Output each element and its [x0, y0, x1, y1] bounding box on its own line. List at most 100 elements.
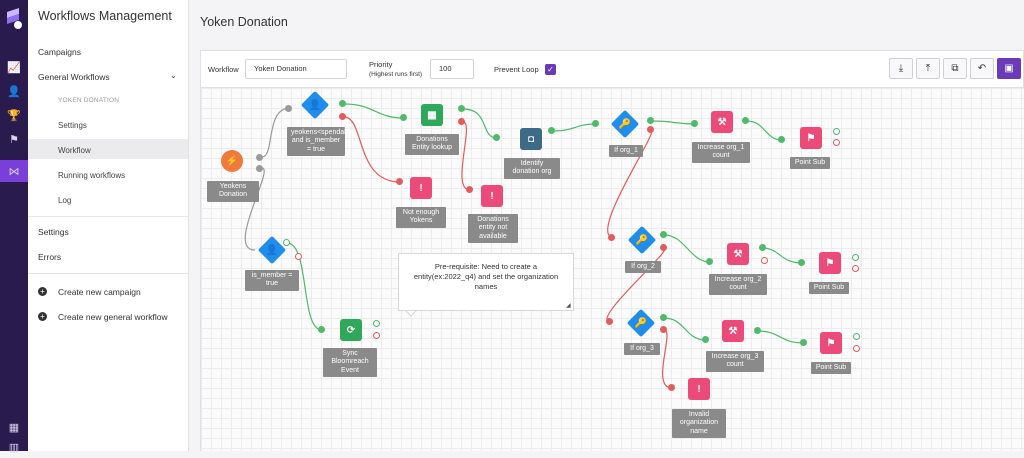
output-port[interactable]: [761, 257, 768, 264]
workflow-icon[interactable]: ⋈: [0, 160, 28, 182]
input-port[interactable]: [706, 258, 713, 265]
lightning-icon: ⚡: [225, 155, 239, 167]
output-port[interactable]: [256, 165, 263, 172]
building-icon[interactable]: ▥: [8, 441, 20, 454]
input-port[interactable]: [800, 339, 807, 346]
sidebar-item-settings[interactable]: Settings: [58, 121, 87, 130]
plus-icon[interactable]: +: [38, 287, 47, 296]
create-workflow-link[interactable]: Create new general workflow: [58, 312, 168, 322]
sidebar-item-general-workflows[interactable]: General Workflows: [38, 72, 110, 82]
sidebar-item-workflow[interactable]: Workflow: [58, 146, 91, 155]
download-icon[interactable]: ⤓: [889, 58, 913, 79]
trophy-icon[interactable]: 🏆: [7, 109, 21, 122]
error-node[interactable]: !: [481, 185, 503, 207]
resize-handle-icon[interactable]: ◢: [566, 303, 571, 309]
apps-icon[interactable]: ▦: [8, 421, 20, 434]
prevent-loop-label: Prevent Loop: [494, 65, 539, 74]
priority-input[interactable]: 100: [430, 59, 474, 79]
action-node[interactable]: ⚒: [711, 111, 733, 133]
action-node[interactable]: ⚒: [727, 243, 749, 265]
input-port[interactable]: [318, 326, 325, 333]
output-port-true[interactable]: [660, 314, 667, 321]
output-port-true[interactable]: [458, 105, 465, 112]
input-port[interactable]: [608, 234, 615, 241]
output-port[interactable]: [853, 345, 860, 352]
sidebar-item-errors[interactable]: Errors: [38, 252, 62, 262]
action-node[interactable]: ⚒: [722, 320, 744, 342]
upload-icon[interactable]: ⤒: [916, 58, 940, 79]
flag-icon[interactable]: ⚑: [9, 133, 19, 146]
workflow-name-input[interactable]: Yoken Donation: [245, 59, 347, 79]
output-port[interactable]: [833, 139, 840, 146]
sidebar-item-running-workflows[interactable]: Running workflows: [58, 171, 126, 180]
error-node[interactable]: !: [688, 378, 710, 400]
input-port[interactable]: [798, 259, 805, 266]
output-port-true[interactable]: [283, 239, 290, 246]
input-port[interactable]: [702, 336, 709, 343]
identify-node[interactable]: ◘: [520, 128, 542, 150]
input-port[interactable]: [493, 134, 500, 141]
undo-icon[interactable]: ↶: [970, 58, 994, 79]
chevron-down-icon[interactable]: ⌄: [170, 71, 177, 80]
output-port-true[interactable]: [647, 117, 654, 124]
page-title: Yoken Donation: [200, 15, 288, 29]
input-port[interactable]: [466, 186, 473, 193]
output-port[interactable]: [256, 154, 263, 161]
input-port[interactable]: [396, 178, 403, 185]
app-logo-icon: [7, 8, 22, 29]
output-port[interactable]: [852, 254, 859, 261]
node-label: Increase org_3 count: [706, 351, 764, 372]
user-icon[interactable]: 👤: [7, 85, 21, 98]
node-label: Identify donation org: [504, 158, 560, 179]
sidebar-item-settings-global[interactable]: Settings: [38, 227, 69, 237]
create-campaign-link[interactable]: Create new campaign: [58, 287, 141, 297]
output-port[interactable]: [742, 117, 749, 124]
input-port[interactable]: [400, 114, 407, 121]
divider: [28, 216, 188, 217]
icon-rail: 📈 👤 🏆 ⚑ ⋈ ▦ ▥: [0, 0, 28, 454]
action-node[interactable]: ⚑: [820, 332, 842, 354]
sidebar-item-campaigns[interactable]: Campaigns: [38, 47, 81, 57]
output-port-false[interactable]: [295, 253, 302, 260]
output-port-false[interactable]: [660, 244, 667, 251]
output-port-false[interactable]: [339, 113, 346, 120]
input-port[interactable]: [778, 136, 785, 143]
output-port-false[interactable]: [660, 326, 667, 333]
annotation-note[interactable]: Pre-requisite: Need to create a entity(e…: [398, 253, 574, 311]
prevent-loop-checkbox[interactable]: ✓: [545, 64, 556, 75]
plus-icon[interactable]: +: [38, 312, 47, 321]
copy-icon[interactable]: ⧉: [943, 58, 967, 79]
input-port[interactable]: [668, 384, 675, 391]
output-port[interactable]: [833, 128, 840, 135]
chart-icon[interactable]: 📈: [7, 61, 21, 74]
input-port[interactable]: [691, 120, 698, 127]
input-port[interactable]: [285, 105, 292, 112]
start-trigger-node[interactable]: ⚡: [221, 150, 243, 172]
lookup-node[interactable]: ▦: [421, 104, 443, 126]
tools-icon: ⚒: [717, 116, 727, 128]
error-node[interactable]: !: [410, 177, 432, 199]
node-label: Invalid organization name: [672, 409, 726, 439]
output-port[interactable]: [548, 127, 555, 134]
output-port[interactable]: [373, 332, 380, 339]
action-node[interactable]: ⚑: [819, 252, 841, 274]
alert-icon: !: [419, 182, 423, 194]
output-port[interactable]: [759, 244, 766, 251]
output-port-false[interactable]: [458, 118, 465, 125]
output-port-true[interactable]: [660, 231, 667, 238]
action-node[interactable]: ⚑: [800, 127, 822, 149]
node-label: Point Sub: [790, 157, 830, 170]
output-port-false[interactable]: [647, 126, 654, 133]
user-icon: 👤: [265, 244, 279, 256]
sync-node[interactable]: ⟳: [340, 319, 362, 341]
output-port[interactable]: [852, 265, 859, 272]
tools-icon: ⚒: [733, 248, 743, 260]
output-port[interactable]: [853, 333, 860, 340]
output-port[interactable]: [373, 320, 380, 327]
sidebar-item-log[interactable]: Log: [58, 196, 72, 205]
output-port[interactable]: [754, 327, 761, 334]
save-icon[interactable]: ▣: [997, 58, 1021, 79]
input-port[interactable]: [592, 120, 599, 127]
output-port-true[interactable]: [339, 100, 346, 107]
input-port[interactable]: [606, 318, 613, 325]
